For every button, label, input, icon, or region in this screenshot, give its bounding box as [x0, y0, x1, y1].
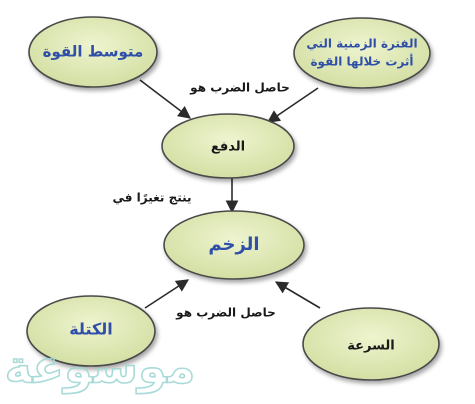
- node-impulse: الدفع: [161, 113, 295, 179]
- node-time-interval: الفترة الزمنية التي أثرت خلالها القوة: [293, 17, 431, 89]
- node-time-interval-label-line2: أثرت خلالها القوة: [310, 54, 413, 70]
- edge-label-produces-change: ينتج تغيرًا في: [112, 191, 191, 205]
- node-mass-label: الكتلة: [69, 320, 113, 339]
- node-velocity: السرعة: [302, 307, 440, 381]
- node-average-force: متوسط القوة: [28, 16, 158, 88]
- node-momentum: الزخم: [163, 210, 305, 280]
- edge-label-product-top: حاصل الضرب هو: [189, 81, 290, 96]
- arrow-time-interval-to-impulse: [266, 87, 319, 123]
- arrow-velocity-to-momentum: [274, 281, 321, 309]
- watermark-logo: موسوعة: [5, 340, 196, 394]
- edge-label-product-bottom: حاصل الضرب هو: [175, 306, 276, 321]
- arrow-mass-to-momentum: [144, 279, 190, 309]
- node-velocity-label: السرعة: [347, 339, 394, 354]
- edges: [139, 79, 321, 309]
- node-mass: الكتلة: [26, 295, 156, 367]
- node-momentum-label: الزخم: [208, 234, 259, 255]
- node-time-interval-label-line1: الفترة الزمنية التي: [306, 37, 417, 51]
- arrow-average-force-to-impulse: [139, 79, 192, 119]
- node-impulse-label: الدفع: [211, 140, 245, 155]
- node-average-force-label: متوسط القوة: [43, 43, 144, 61]
